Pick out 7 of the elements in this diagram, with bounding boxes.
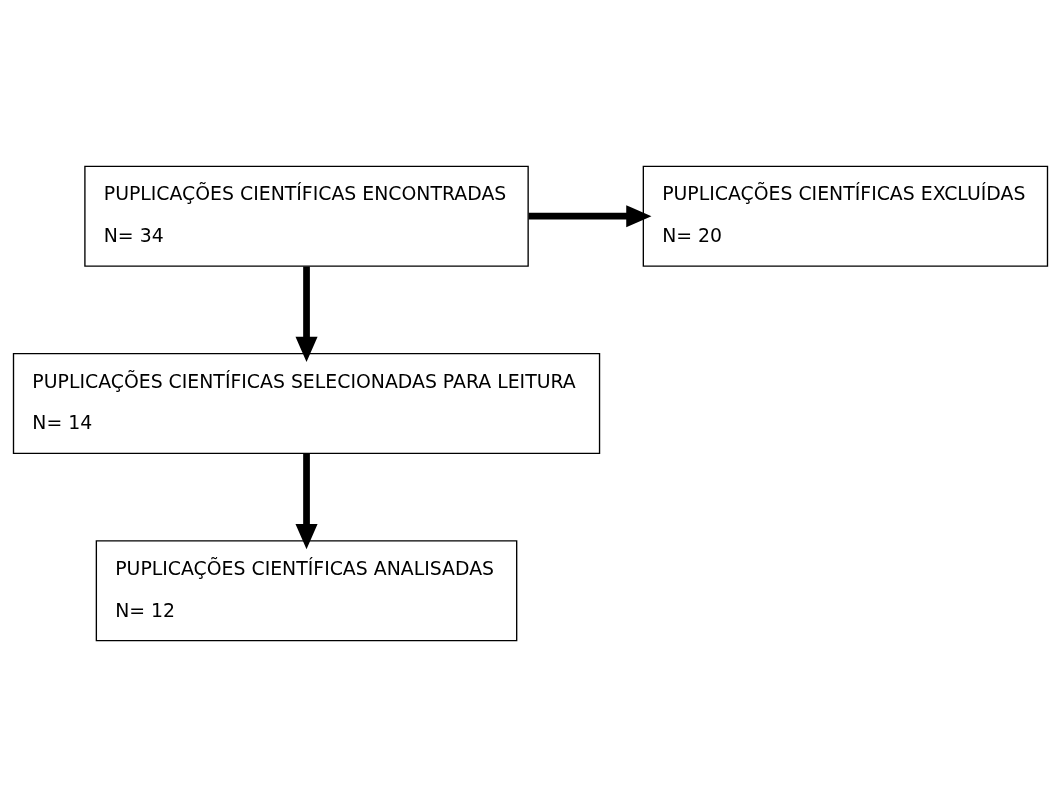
- node-box: PUPLICAÇÕES CIENTÍFICAS ENCONTRADAS N= 34: [84, 165, 529, 267]
- arrow: [528, 205, 652, 228]
- node-box: PUPLICAÇÕES CIENTÍFICAS SELECIONADAS PARA LEITURA N= 14: [12, 352, 601, 455]
- arrow: [295, 266, 318, 362]
- node-box: PUPLICAÇÕES CIENTÍFICAS EXCLUÍDAS N= 20: [642, 165, 1049, 267]
- node-box: PUPLICAÇÕES CIENTÍFICAS ANALISADAS N= 12: [95, 540, 518, 642]
- arrow: [295, 453, 318, 550]
